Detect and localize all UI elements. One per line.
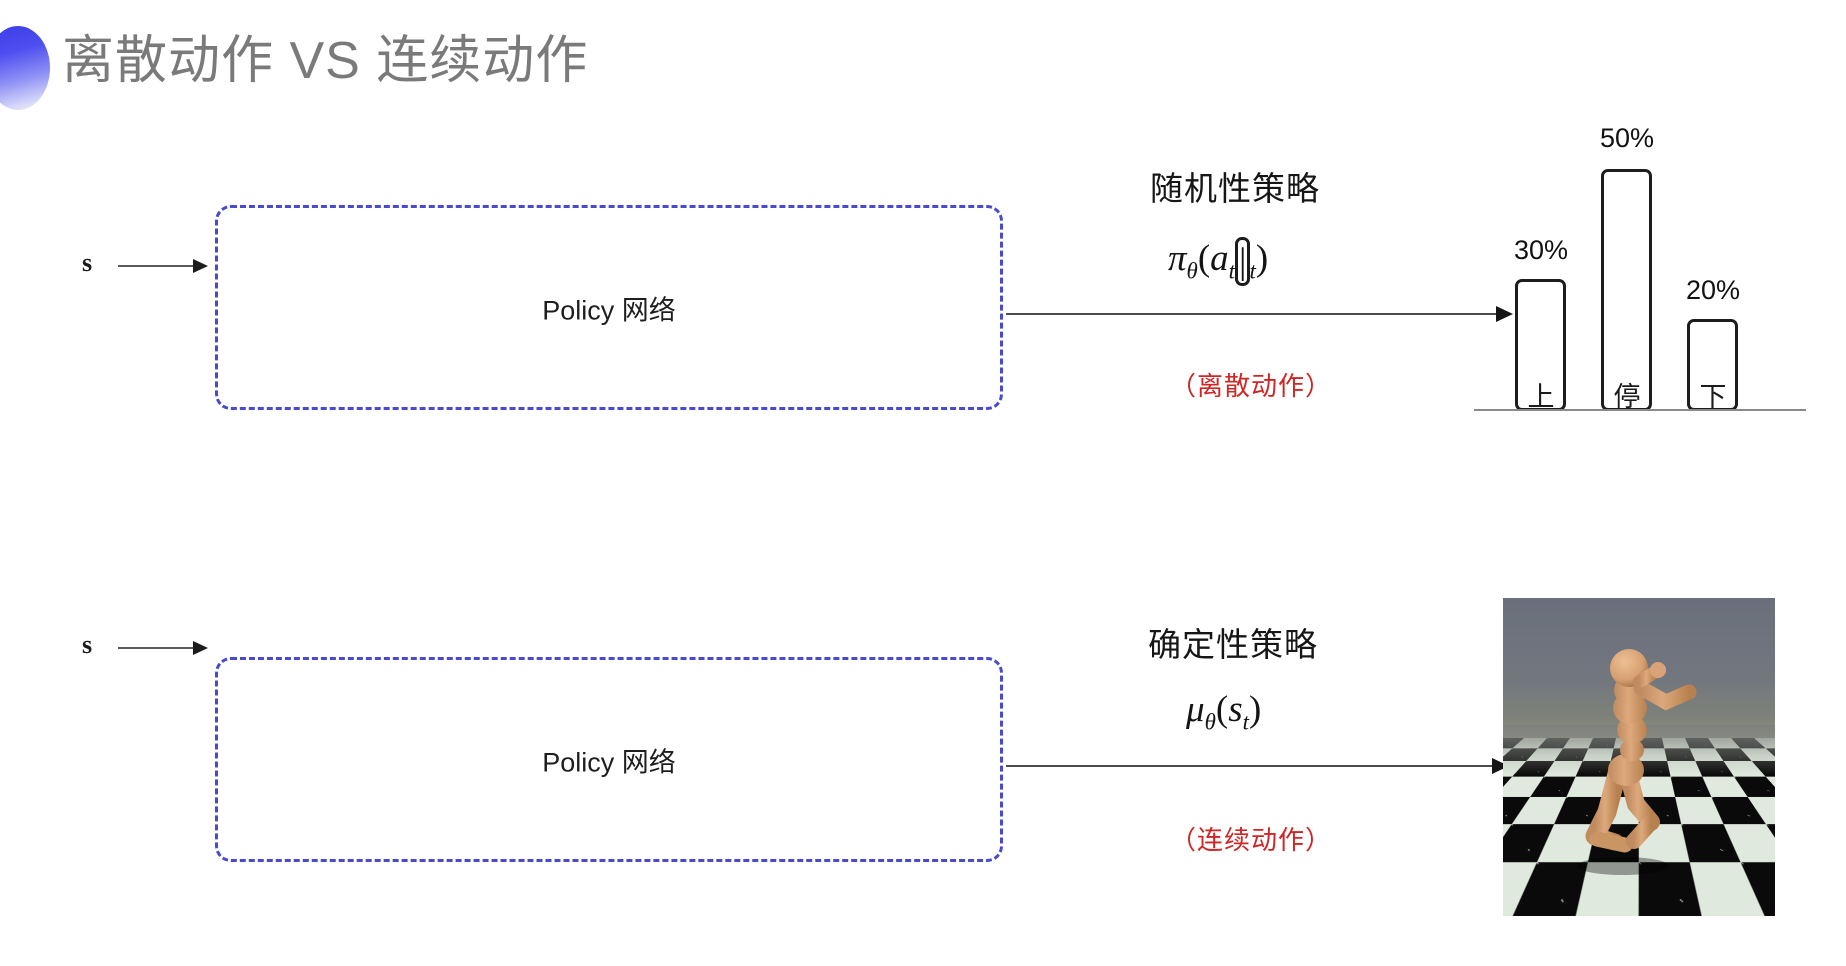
policy-formula-discrete: πθ(at|st) [1168,237,1269,286]
humanoid-simulation-image [1503,598,1775,916]
formula-arg1: a [1210,238,1229,279]
input-state-label-discrete: s [82,248,93,277]
formula-fn: π [1168,238,1187,279]
formula-open-paren: ( [1197,238,1211,279]
output-arrow-discrete [1006,306,1513,322]
humanoid-figure-icon [1577,649,1697,875]
bar-0[interactable] [1515,279,1566,411]
policy-kind-continuous: 确定性策略 [1148,626,1318,663]
bar-category-0: 上 [1527,382,1555,412]
formula-open-paren: ( [1215,689,1229,730]
policy-network-label-discrete: Policy 网络 [542,295,676,325]
policy-network-label-continuous: Policy 网络 [542,747,676,777]
policy-note-discrete: （离散动作） [1170,371,1333,401]
bar-value-2: 20% [1685,275,1741,305]
formula-arg1-sub: t [1228,258,1236,284]
input-state-label-continuous: s [82,630,93,659]
formula-bar: | [1235,237,1251,286]
bar-category-2: 下 [1699,382,1727,412]
formula-theta: θ [1204,709,1216,735]
formula-arg2-sub: t [1249,258,1256,284]
input-arrow-continuous [118,641,208,655]
bar-value-1: 50% [1599,123,1655,153]
bar-2[interactable] [1687,319,1738,411]
input-arrow-discrete [118,259,208,273]
formula-fn: μ [1186,689,1205,730]
action-probability-bar-chart: 30% 50% 20% 上 停 下 [1474,123,1806,413]
policy-formula-continuous: μθ(st) [1186,688,1261,735]
bar-value-0: 30% [1513,235,1569,265]
formula-close-paren: ) [1248,689,1262,730]
formula-arg1-sub: t [1242,709,1249,735]
output-arrow-continuous [1006,758,1509,774]
formula-theta: θ [1186,258,1198,284]
policy-kind-discrete: 随机性策略 [1150,170,1320,207]
policy-network-box-continuous[interactable]: Policy 网络 [215,657,1003,862]
page-title: 离散动作 VS 连续动作 [62,32,589,90]
policy-network-box-discrete[interactable]: Policy 网络 [215,205,1003,410]
formula-arg1: s [1228,689,1243,730]
bar-category-1: 停 [1613,382,1641,412]
policy-note-continuous: （连续动作） [1170,825,1333,855]
bar-chart-axis [1474,409,1806,411]
formula-close-paren: ) [1255,238,1269,279]
half-circle-gradient-icon [0,26,50,110]
